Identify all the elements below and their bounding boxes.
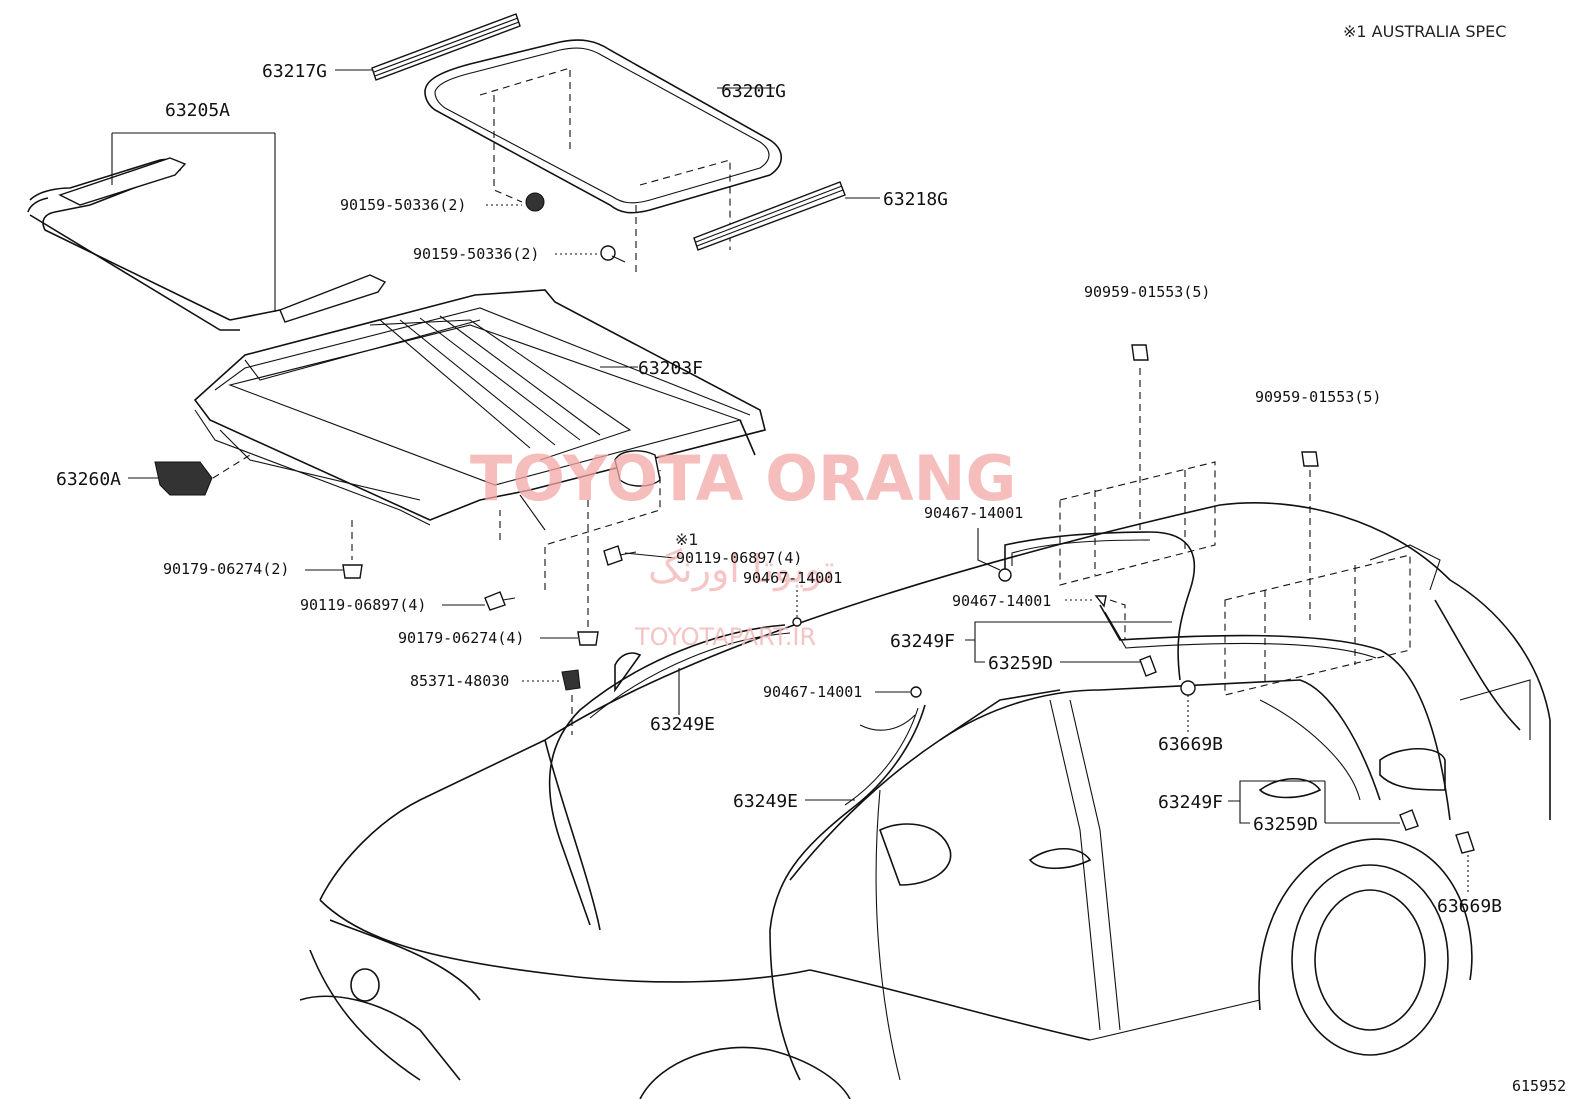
label-90467-14001-d[interactable]: 90467-14001 [763,683,862,701]
label-63249F-b[interactable]: 63249F [1158,792,1223,813]
bolt-90119-1 [484,470,661,611]
label-63669B-b[interactable]: 63669B [1437,896,1502,917]
label-63249F-a[interactable]: 63249F [890,631,955,652]
bolt-90119-2 [603,545,637,566]
grommet-63259D-2 [1399,809,1419,831]
label-90467-14001-c[interactable]: 90467-14001 [952,592,1051,610]
label-90179-06274-a[interactable]: 90179-06274(2) [163,560,289,578]
sunshade-63205A [27,157,387,331]
seal-strip-63217G [371,13,521,81]
vehicle-outline [299,502,1551,1099]
callout-mark: ※1 [675,530,699,549]
label-90179-06274-b[interactable]: 90179-06274(4) [398,629,524,647]
motor-63260A [154,454,251,496]
glass-panel-63201G [424,39,783,250]
clip-90959-2 [1301,451,1319,620]
drain-hose-front [548,624,791,926]
connector-85371 [561,669,581,735]
drain-hose-rear-lower [1099,604,1451,821]
clamp-90467-3 [1094,595,1126,640]
label-85371-48030[interactable]: 85371-48030 [410,672,509,690]
label-90467-14001-a[interactable]: 90467-14001 [924,504,1023,522]
label-90959-01553-b[interactable]: 90959-01553(5) [1255,388,1381,406]
grommet-63259D-1 [1139,655,1157,677]
watermark-farsi: تویوتا اورنگ [648,547,835,592]
watermark-url: TOYOTAPART.IR [634,623,816,651]
label-63669B-a[interactable]: 63669B [1158,734,1223,755]
label-63249E-b[interactable]: 63249E [733,791,798,812]
valve-63669B-2 [1455,831,1475,895]
label-63218G[interactable]: 63218G [883,189,948,210]
watermark-brand: TOYOTA ORANG [470,442,1016,515]
label-63217G[interactable]: 63217G [262,61,327,82]
label-90119-06897-a[interactable]: 90119-06897(4) [300,596,426,614]
label-63259D-b[interactable]: 63259D [1253,814,1318,835]
label-63201G[interactable]: 63201G [721,81,786,102]
spec-note: ※1 AUSTRALIA SPEC [1343,22,1506,41]
roof-reference-boxes [1059,461,1411,696]
label-90159-50336-b[interactable]: 90159-50336(2) [413,245,539,263]
label-63205A[interactable]: 63205A [165,100,230,121]
clamp-90467-1 [998,568,1012,582]
leader-lines [111,69,1400,824]
clamp-90467-4 [910,686,922,698]
nut-90179-1 [342,520,363,579]
label-90959-01553-a[interactable]: 90959-01553(5) [1084,283,1210,301]
seal-strip-63218G [693,181,846,251]
valve-63669B-1 [1180,680,1196,735]
label-63259D-a[interactable]: 63259D [988,653,1053,674]
sunroof-frame-63203F [193,289,766,531]
screw-90159-1 [493,95,545,212]
label-63260A[interactable]: 63260A [56,469,121,490]
label-90119-06897-b[interactable]: 90119-06897(4) [676,549,802,567]
label-90467-14001-b[interactable]: 90467-14001 [743,569,842,587]
drain-hose-rear-upper [1004,531,1196,681]
clamp-90467-2 [792,590,802,627]
nut-90179-2 [577,500,599,646]
screw-90159-2 [600,205,637,272]
diagram-id: 615952 [1512,1077,1566,1095]
label-90159-50336-a[interactable]: 90159-50336(2) [340,196,466,214]
clip-90959-1 [1131,344,1149,530]
drain-hose-side [769,704,926,1081]
label-63203F[interactable]: 63203F [638,358,703,379]
label-63249E-a[interactable]: 63249E [650,714,715,735]
